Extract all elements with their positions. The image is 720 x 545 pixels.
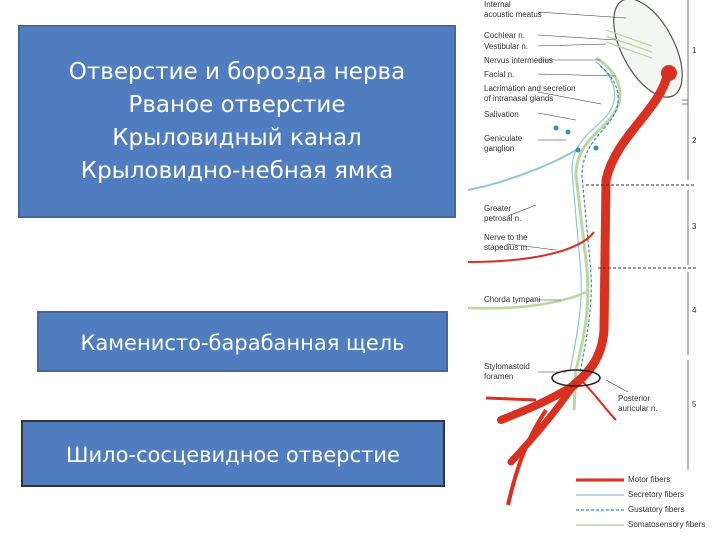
motor-branch-lower: [506, 408, 548, 506]
foramen-line-3: Крыловидный канал: [112, 124, 362, 151]
segment-number: 5: [692, 400, 697, 409]
somatosensory-pathway: [572, 56, 622, 411]
foramen-line-4: Крыловидно-небная ямка: [80, 157, 394, 184]
legend-motor: Motor fibers: [628, 475, 671, 484]
secretory-pathway: [569, 61, 616, 373]
gustatory-pathway: [579, 65, 619, 373]
ganglion-dot: [553, 125, 559, 131]
label-cochlear: Cochlear n.: [484, 31, 525, 40]
foramina-list-box: Отверстие и борозда нерва Рваное отверст…: [18, 25, 456, 218]
legend-gustatory: Gustatory fibers: [628, 505, 685, 514]
motor-branch-anterior: [485, 396, 537, 402]
ganglion-dot: [593, 145, 599, 151]
motor-trunk: [569, 67, 673, 390]
stylomastoid-foramen-box: Шило-сосцевидное отверстие: [21, 420, 445, 487]
petrotympanic-fissure-box: Каменисто-барабанная щель: [37, 311, 448, 372]
nerve-drawing: [467, 0, 696, 526]
label-facial: Facial n.: [484, 70, 515, 79]
segment-number: 3: [692, 222, 697, 231]
label-intermedius: Nervus intermedius: [484, 56, 553, 65]
segment-number: 4: [692, 306, 697, 315]
ganglion-dot: [565, 129, 571, 135]
chorda-tympani-branch: [467, 290, 587, 310]
foramen-line-1: Отверстие и борозда нерва: [68, 58, 406, 85]
greater-petrosal-branch: [467, 149, 577, 191]
label-salivation: Salivation: [484, 110, 519, 119]
segment-number: 1: [692, 46, 697, 55]
legend-somatosensory: Somatosensory fibers: [628, 520, 706, 529]
posterior-auricular-branch: [580, 379, 617, 421]
segment-brackets: [682, 0, 689, 470]
motor-nucleus: [661, 65, 677, 81]
label-vestibular: Vestibular n.: [484, 42, 529, 51]
motor-branch-middle: [507, 381, 578, 466]
vestibulocochlear-fibers: [605, 29, 653, 59]
leader-lines: [507, 11, 629, 393]
foramen-line-2: Рваное отверстие: [128, 91, 346, 118]
legend-secretory: Secretory fibers: [628, 490, 685, 499]
ganglion-dot: [575, 147, 581, 153]
stylomastoid-ring: [551, 369, 601, 387]
label-chorda: Chorda tympani: [484, 295, 541, 304]
stapedius-branch: [467, 231, 595, 263]
segment-number: 2: [692, 136, 697, 145]
